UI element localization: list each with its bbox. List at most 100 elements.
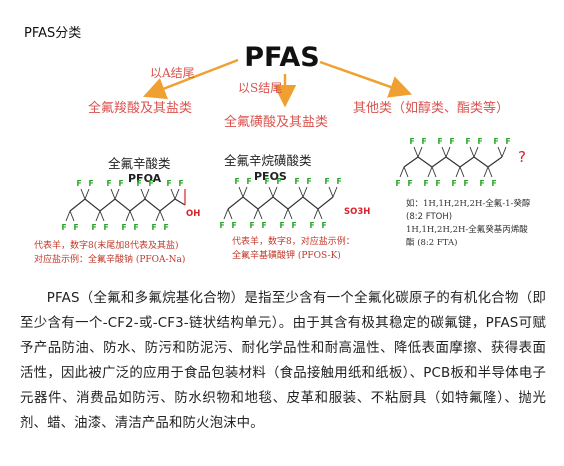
c-f-bond <box>95 210 101 222</box>
c-f-bond <box>99 210 105 222</box>
c-f-bond <box>413 146 419 158</box>
fluorine-atom: F <box>421 137 426 146</box>
c-f-bond <box>403 166 409 178</box>
pfoa-name: 全氟辛酸类 <box>108 156 171 171</box>
fluorine-atom: F <box>88 179 93 188</box>
c-f-bond <box>441 146 447 158</box>
fluorine-atom: F <box>451 179 456 188</box>
fluorine-atom: F <box>76 179 81 188</box>
c-f-bond <box>487 166 493 178</box>
c-f-bond <box>455 166 461 178</box>
fluorine-atom: F <box>91 223 96 232</box>
fluorine-atom: F <box>479 179 484 188</box>
fluorine-atom: F <box>395 179 400 188</box>
c-f-bond <box>302 186 308 198</box>
pfos-note-line2: 全氟辛基磺酸钾 (PFOS-K) <box>232 249 341 261</box>
fluorine-atom: F <box>336 177 341 186</box>
c-f-bond <box>497 146 503 158</box>
fluorine-atom: F <box>133 223 138 232</box>
c-f-bond <box>298 186 304 198</box>
fluorine-atom: F <box>324 177 329 186</box>
c-f-bond <box>257 208 263 220</box>
c-f-bond <box>332 186 338 198</box>
c-f-bond <box>473 146 479 158</box>
branch-title-other: 其他类（如醇类、酯类等） <box>353 100 509 116</box>
fluorine-atom: F <box>219 221 224 230</box>
fluorine-atom: F <box>166 179 171 188</box>
fluorine-atom: F <box>231 221 236 230</box>
edge-label-s: 以S结尾 <box>238 81 282 95</box>
other-note-line4: 酯 (8:2 FTA) <box>406 237 457 248</box>
pfas-classification-diagram: PFAS 以A结尾 以S结尾 全氟羧酸及其盐类 全氟磺酸及其盐类 其他类（如醇类… <box>34 42 531 265</box>
fluorine-atom: F <box>294 177 299 186</box>
article-paragraph: PFAS（全氟和多氟烷基化合物）是指至少含有一个全氟化碳原子的有机化合物（即至少… <box>20 291 546 431</box>
c-f-bond <box>253 208 259 220</box>
fluorine-atom: F <box>493 137 498 146</box>
fluorine-atom: F <box>61 223 66 232</box>
c-f-bond <box>242 186 248 198</box>
c-f-bond <box>140 188 146 200</box>
other-note-line2: (8:2 FTOH) <box>406 212 452 222</box>
fluorine-atom: F <box>163 223 168 232</box>
c-f-bond <box>283 208 289 220</box>
c-f-bond <box>84 188 90 200</box>
fluorine-atom: F <box>321 221 326 230</box>
c-f-bond <box>317 208 323 220</box>
c-f-bond <box>170 188 176 200</box>
pfoa-abbr: PFOA <box>128 172 162 185</box>
c-f-bond <box>459 166 465 178</box>
fluorine-atom: F <box>306 177 311 186</box>
arrow-to-carboxylic <box>143 58 239 100</box>
c-f-bond <box>223 208 229 220</box>
c-f-bond <box>483 166 489 178</box>
c-f-bond <box>287 208 293 220</box>
pfos-note-line1: 代表羊，数字8，对应盐示例： <box>232 235 355 247</box>
fluorine-atom: F <box>148 179 153 188</box>
fluorine-atom: F <box>477 137 482 146</box>
fluorine-atom: F <box>103 223 108 232</box>
pfos-abbr: PFOS <box>254 170 287 183</box>
c-f-bond <box>155 210 161 222</box>
c-f-bond <box>313 208 319 220</box>
fluorine-atom: F <box>264 177 269 186</box>
c-f-bond <box>80 188 86 200</box>
fluorine-atom: F <box>121 223 126 232</box>
branch-title-carboxylic: 全氟羧酸及其盐类 <box>88 100 192 116</box>
c-f-bond <box>227 208 233 220</box>
c-f-bond <box>69 210 75 222</box>
c-f-bond <box>268 186 274 198</box>
fluorine-atom: F <box>491 179 496 188</box>
fluorine-atom: F <box>437 137 442 146</box>
fluorine-atom: F <box>106 179 111 188</box>
edge-label-a: 以A结尾 <box>150 66 195 80</box>
fluorine-atom: F <box>291 221 296 230</box>
carboxyl-bond <box>174 198 186 206</box>
fluorine-atom: F <box>276 177 281 186</box>
c-f-bond <box>427 166 433 178</box>
fluorine-atom: F <box>73 223 78 232</box>
carbon-chain-bond <box>227 196 334 210</box>
c-f-bond <box>129 210 135 222</box>
fluorine-atom: F <box>234 177 239 186</box>
c-f-bond <box>469 146 475 158</box>
fluorine-atom: F <box>309 221 314 230</box>
c-f-bond <box>65 210 71 222</box>
c-f-bond <box>174 188 180 200</box>
other-note-line1: 如：1H,1H,2H,2H-全氟-1-癸醇 <box>406 198 531 209</box>
pfos-head-group: SO3H <box>344 207 370 217</box>
c-f-bond <box>110 188 116 200</box>
fluorine-atom: F <box>118 179 123 188</box>
fluorine-atom: F <box>435 179 440 188</box>
pfos-name: 全氟辛烷磺酸类 <box>224 153 312 168</box>
fluorine-atom: F <box>409 137 414 146</box>
fluorine-atom: F <box>178 179 183 188</box>
section-heading: PFAS分类 <box>24 26 82 41</box>
c-f-bond <box>417 146 423 158</box>
fluorine-atom: F <box>151 223 156 232</box>
pfoa-note-line1: 代表羊，数字8(末尾加8代表及其盐) <box>34 239 178 251</box>
c-f-bond <box>238 186 244 198</box>
c-f-bond <box>399 166 405 178</box>
